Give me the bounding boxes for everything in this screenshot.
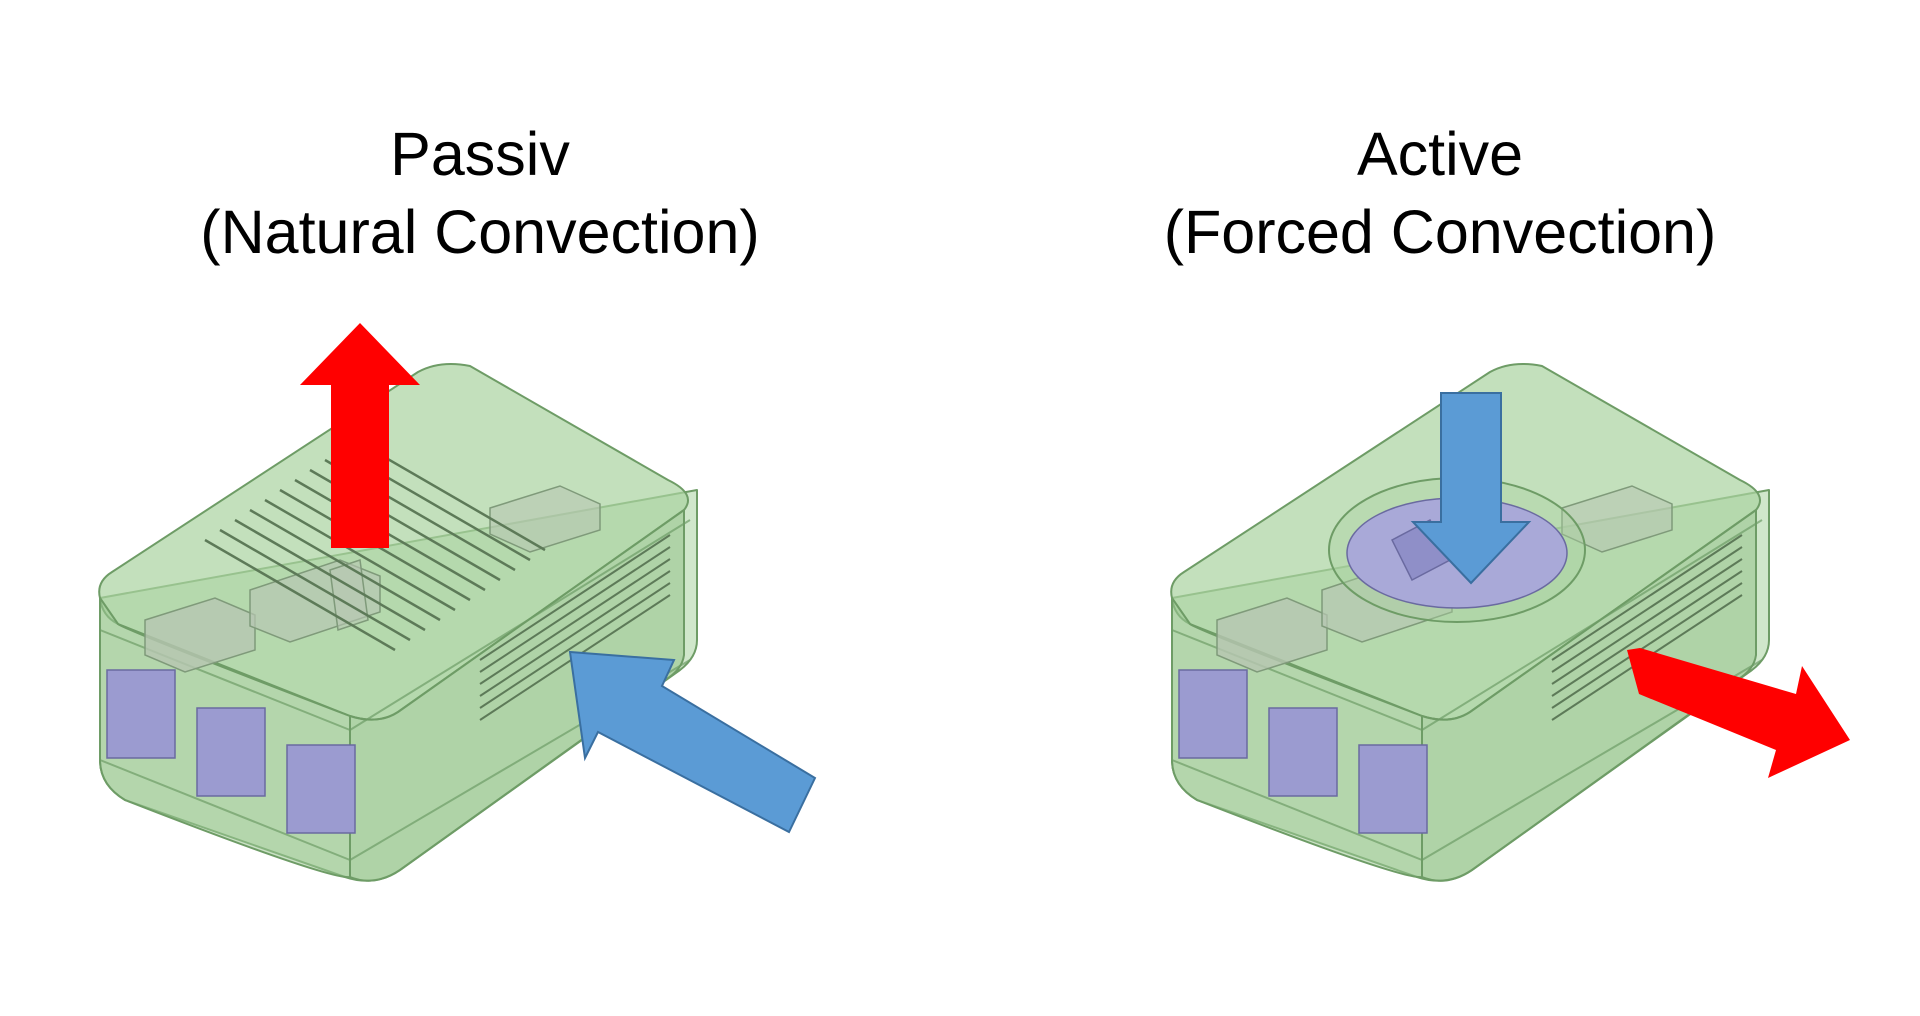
- passive-side-vents: [479, 534, 671, 721]
- active-panel: Active (Forced Convection): [960, 0, 1920, 1016]
- active-subtitle: (Forced Convection): [1163, 198, 1717, 266]
- passive-panel: Passiv (Natural Convection): [0, 115, 960, 882]
- warm-air-outflow-arrow: [300, 323, 420, 548]
- active-title: Active: [1356, 120, 1524, 188]
- passive-ports: [106, 669, 356, 834]
- cool-air-inflow-arrow: [568, 650, 817, 834]
- passive-subtitle: (Natural Convection): [200, 198, 760, 266]
- passive-case-illustration: [98, 323, 817, 882]
- active-side-vents: [1551, 534, 1743, 721]
- cool-air-inflow-arrow: [1410, 392, 1532, 585]
- passive-heading: Passiv (Natural Convection): [0, 115, 960, 271]
- passive-title: Passiv: [390, 120, 570, 188]
- active-case-illustration: [1170, 363, 1850, 882]
- active-heading: Active (Forced Convection): [960, 115, 1920, 271]
- active-ports: [1178, 669, 1428, 834]
- warm-air-outflow-arrow: [1627, 648, 1850, 778]
